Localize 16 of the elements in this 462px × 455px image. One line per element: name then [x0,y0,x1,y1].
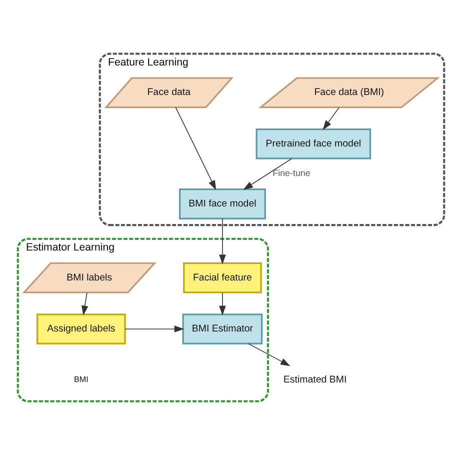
arrow [322,107,340,130]
node-box: BMI Estimator [182,314,263,344]
node-box: Pretrained face model [256,128,372,160]
label: BMI [74,375,88,384]
node-text: Estimated BMI [283,374,347,386]
arrow [219,292,226,316]
node-box: BMI face model [179,188,266,220]
arrow [248,343,290,366]
node-box: Facial feature [183,262,262,294]
node-box: Assigned labels [36,314,126,344]
arrow [219,218,226,264]
arrow [124,326,184,332]
arrow [175,107,216,190]
arrow [243,158,292,190]
arrow [82,292,88,316]
edge-label: Fine-tune [272,168,310,178]
